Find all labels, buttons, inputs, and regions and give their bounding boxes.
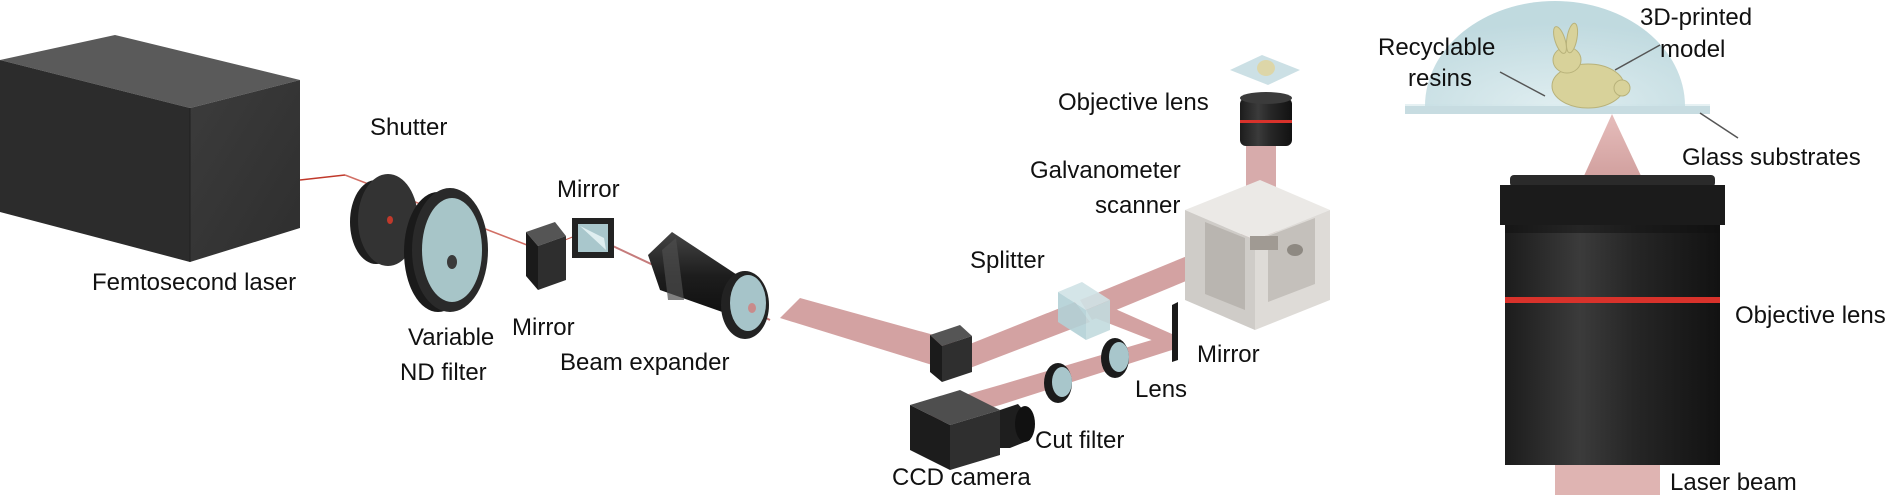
variable-nd-filter <box>404 188 488 312</box>
splitter <box>1058 282 1110 340</box>
femtosecond-laser-label: Femtosecond laser <box>92 269 296 296</box>
cut-filter <box>1044 363 1072 403</box>
cut-filter-label: Cut filter <box>1035 427 1124 454</box>
splitter-label: Splitter <box>970 247 1045 274</box>
lens-label: Lens <box>1135 376 1187 403</box>
printed-model <box>1551 22 1631 109</box>
mirror-top-label: Mirror <box>557 176 620 203</box>
mirror-right-label: Mirror <box>1197 341 1260 368</box>
scanner-label: scanner <box>1095 192 1180 219</box>
objective-lens-right-label: Objective lens <box>1735 302 1886 329</box>
leader-lines <box>1499 44 1739 139</box>
ccd-camera <box>910 390 1035 470</box>
resins-label: resins <box>1408 65 1472 92</box>
glass-substrates-label: Glass substrates <box>1682 144 1861 171</box>
focused-beam <box>1583 114 1642 178</box>
beam-expander-label: Beam expander <box>560 349 729 376</box>
mirror-left <box>526 222 566 290</box>
objective-lens-top <box>1230 55 1300 146</box>
galvanometer-scanner <box>1185 180 1330 330</box>
shutter-label: Shutter <box>370 114 447 141</box>
femtosecond-laser <box>0 35 346 262</box>
nd-filter-label: ND filter <box>400 359 487 386</box>
mirror-right <box>1172 302 1178 362</box>
variable-label: Variable <box>408 324 494 351</box>
laser-beam-label: Laser beam <box>1670 469 1797 495</box>
laser-beam-bottom <box>1555 465 1660 495</box>
mirror-center <box>930 325 972 382</box>
lens <box>1101 338 1129 378</box>
printed-3d-label: 3D-printed <box>1640 4 1752 31</box>
galvanometer-label: Galvanometer <box>1030 157 1181 184</box>
objective-lens-large <box>1500 175 1725 465</box>
model-label: model <box>1660 36 1725 63</box>
mirror-left-label: Mirror <box>512 314 575 341</box>
mirror-top <box>572 218 614 258</box>
recyclable-label: Recyclable <box>1378 34 1495 61</box>
ccd-camera-label: CCD camera <box>892 464 1031 491</box>
objective-lens-top-label: Objective lens <box>1058 89 1209 116</box>
beam-expander <box>648 232 769 339</box>
shutter <box>350 174 418 266</box>
